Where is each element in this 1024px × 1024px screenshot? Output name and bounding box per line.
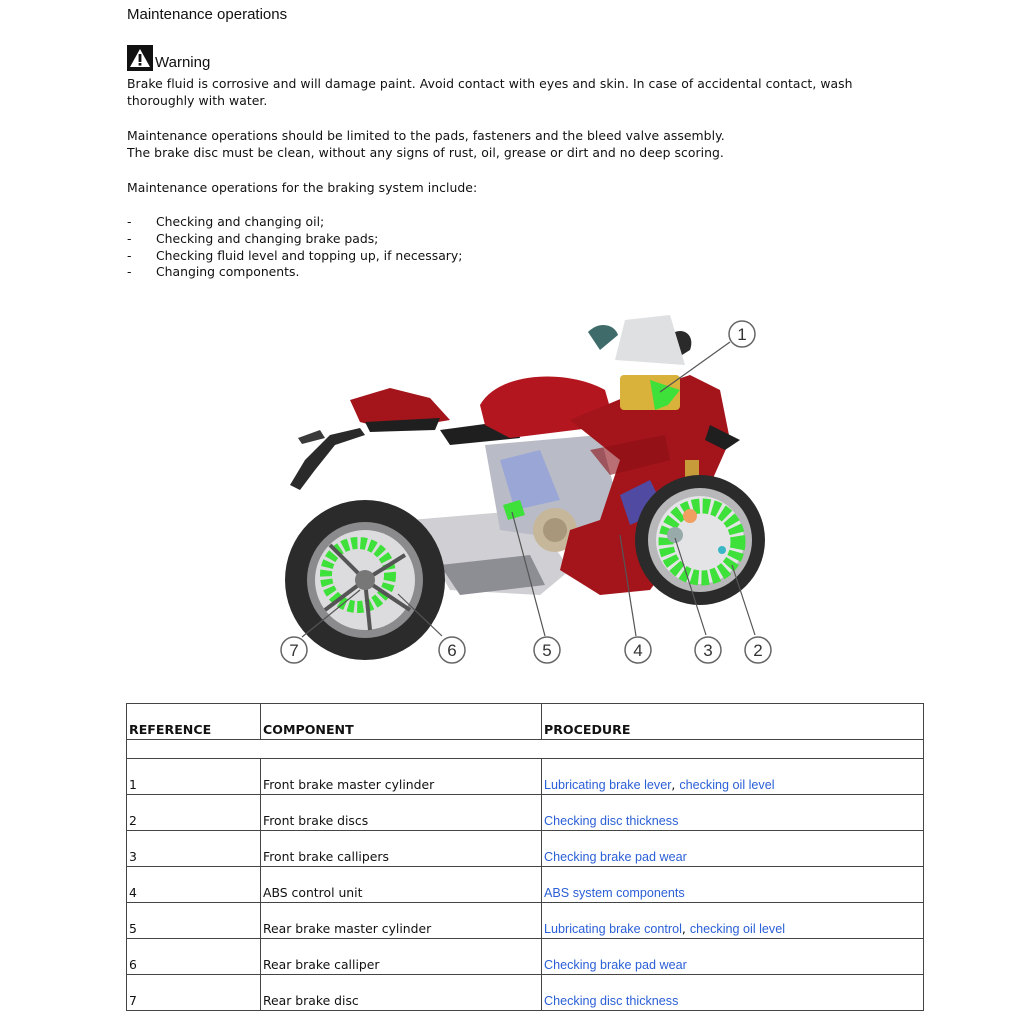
cell-component: Front brake discs <box>260 794 542 831</box>
svg-text:1: 1 <box>737 325 746 344</box>
paragraph-2: Maintenance operations for the braking s… <box>127 180 478 195</box>
cell-procedure: Checking brake pad wear <box>541 830 924 867</box>
bullet: - <box>127 214 132 229</box>
cell-reference: 5 <box>126 902 261 939</box>
warning-heading: Warning <box>127 45 210 71</box>
motorcycle-illustration: 1 2 3 4 5 6 7 <box>270 310 790 680</box>
cell-procedure: Checking brake pad wear <box>541 938 924 975</box>
paragraph-1-line-2: The brake disc must be clean, without an… <box>127 145 724 160</box>
list-item: - Checking fluid level and topping up, if… <box>127 248 462 265</box>
list-item-text: Checking and changing oil; <box>156 214 325 229</box>
cell-component: Front brake callipers <box>260 830 542 867</box>
svg-text:2: 2 <box>753 641 762 660</box>
table-row: 3 Front brake callipers Checking brake p… <box>126 830 924 867</box>
callout-5: 5 <box>533 636 561 664</box>
table-row: 2 Front brake discs Checking disc thickn… <box>126 794 924 831</box>
table-spacer-row <box>126 739 924 759</box>
list-item-text: Checking fluid level and topping up, if … <box>156 247 463 263</box>
svg-text:4: 4 <box>633 641 642 660</box>
paragraph-1-line-1: Maintenance operations should be limited… <box>127 128 725 143</box>
motorcycle-drawing: 1 2 3 4 5 6 7 <box>280 315 772 664</box>
list-item-text: Checking and changing brake pads; <box>156 230 379 246</box>
cell-procedure: Lubricating brake lever, checking oil le… <box>541 758 924 795</box>
warning-triangle-icon <box>127 45 153 71</box>
procedure-link[interactable]: checking oil level <box>679 778 775 792</box>
cell-procedure: Lubricating brake control, checking oil … <box>541 902 924 939</box>
separator: , <box>681 921 690 936</box>
bullet: - <box>127 247 132 263</box>
procedure-link[interactable]: checking oil level <box>689 922 786 936</box>
svg-text:3: 3 <box>703 641 712 660</box>
callout-3: 3 <box>694 636 722 664</box>
callout-2: 2 <box>744 636 772 664</box>
cell-reference: 6 <box>126 938 261 975</box>
bullet: - <box>127 230 132 246</box>
procedure-link[interactable]: Checking disc thickness <box>544 994 679 1008</box>
procedure-link[interactable]: Lubricating brake control <box>544 922 682 936</box>
procedure-link[interactable]: ABS system components <box>544 886 685 900</box>
cell-reference: 3 <box>126 830 261 867</box>
cell-component: ABS control unit <box>260 866 542 903</box>
svg-text:7: 7 <box>289 641 298 660</box>
table-row: 5 Rear brake master cylinder Lubricating… <box>126 902 924 939</box>
page-title: Maintenance operations <box>127 6 288 23</box>
header-procedure: PROCEDURE <box>541 703 924 740</box>
cell-procedure: Checking disc thickness <box>541 794 924 831</box>
warning-label: Warning <box>155 54 211 71</box>
cell-reference: 4 <box>126 866 261 903</box>
maintenance-list: - Checking and changing oil; - Checking an… <box>127 214 462 281</box>
svg-text:6: 6 <box>447 641 456 660</box>
callout-6: 6 <box>438 636 466 664</box>
cell-procedure: Checking disc thickness <box>541 974 924 1011</box>
warning-text-line-2: thoroughly with water. <box>127 93 268 108</box>
cell-reference: 7 <box>126 974 261 1011</box>
cell-procedure: ABS system components <box>541 866 924 903</box>
table-row: 1 Front brake master cylinder Lubricatin… <box>126 758 924 795</box>
list-item: - Checking and changing oil; <box>127 214 462 231</box>
cell-component: Rear brake master cylinder <box>260 902 542 939</box>
list-item-text: Changing components. <box>156 264 300 280</box>
cell-component: Rear brake calliper <box>260 938 542 975</box>
table-row: 6 Rear brake calliper Checking brake pad… <box>126 938 924 975</box>
procedure-link[interactable]: Checking disc thickness <box>544 814 679 828</box>
table-row: 7 Rear brake disc Checking disc thicknes… <box>126 974 924 1011</box>
callout-7: 7 <box>280 636 308 664</box>
cell-reference: 2 <box>126 794 261 831</box>
separator: , <box>671 777 680 792</box>
callout-1: 1 <box>728 320 756 348</box>
cell-reference: 1 <box>126 758 261 795</box>
warning-text-line-1: Brake fluid is corrosive and will damage… <box>127 76 853 91</box>
header-component: COMPONENT <box>260 703 542 740</box>
bullet: - <box>127 264 132 280</box>
callout-4: 4 <box>624 636 652 664</box>
cell-component: Rear brake disc <box>260 974 542 1011</box>
procedure-link[interactable]: Checking brake pad wear <box>544 850 687 864</box>
list-item: - Checking and changing brake pads; <box>127 231 462 248</box>
header-reference: REFERENCE <box>126 703 261 740</box>
table-row: 4 ABS control unit ABS system components <box>126 866 924 903</box>
table-header-row: REFERENCE COMPONENT PROCEDURE <box>126 703 924 740</box>
svg-text:5: 5 <box>542 641 551 660</box>
maintenance-table: REFERENCE COMPONENT PROCEDURE 1 Front br… <box>126 703 924 1011</box>
procedure-link[interactable]: Lubricating brake lever <box>544 778 672 792</box>
list-item: - Changing components. <box>127 264 462 281</box>
cell-component: Front brake master cylinder <box>260 758 542 795</box>
procedure-link[interactable]: Checking brake pad wear <box>544 958 687 972</box>
